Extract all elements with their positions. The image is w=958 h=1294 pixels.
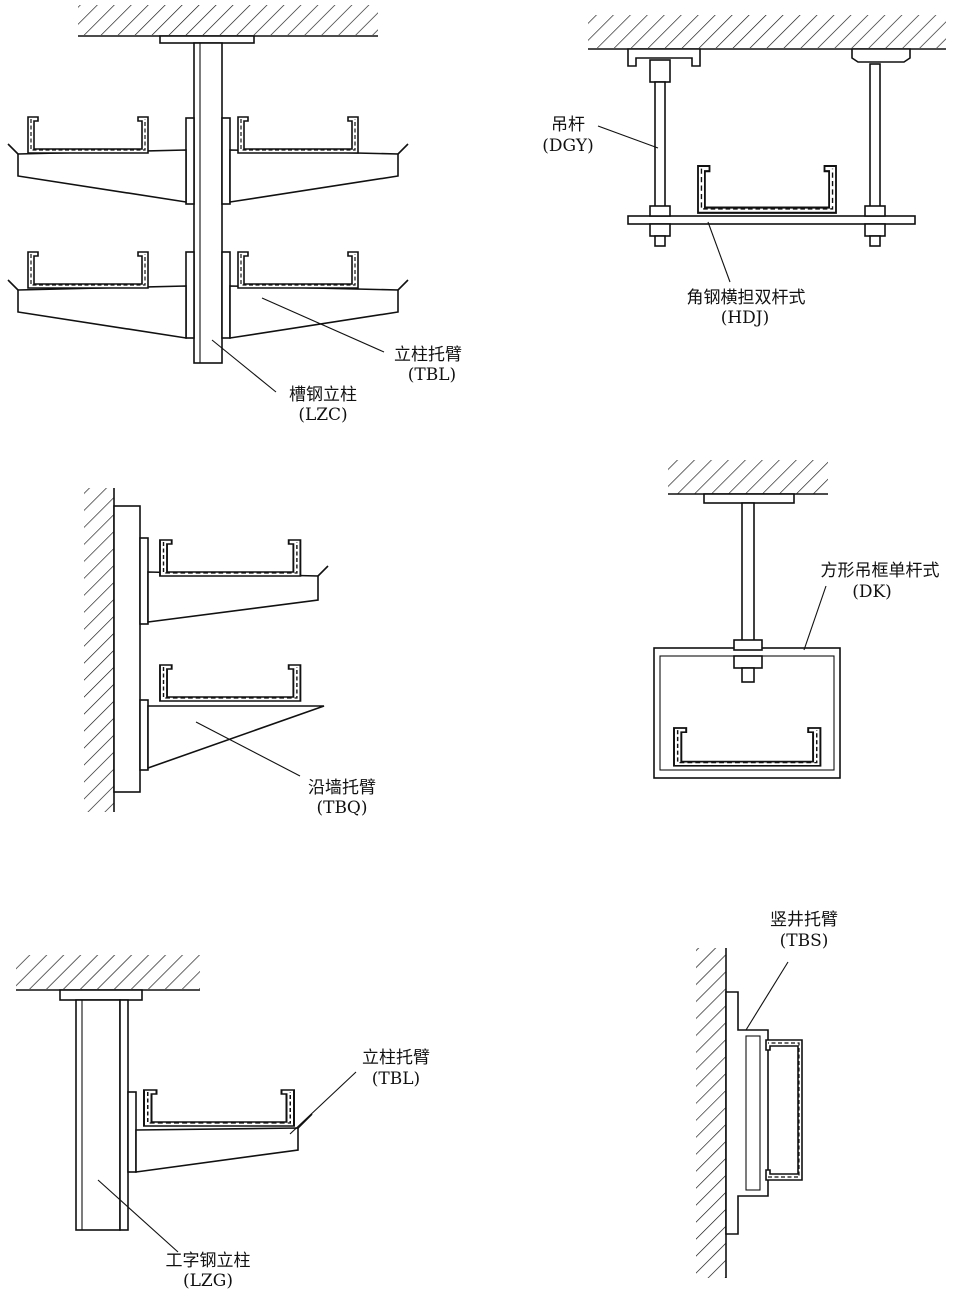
- label-dk-code: (DK): [852, 582, 892, 602]
- diagram-tbs-shaft: 竖井托臂 (TBS): [696, 910, 838, 1278]
- bracket-lower-left: [7, 251, 195, 339]
- shaft-bracket: [725, 991, 769, 1235]
- label-tbl-top-cn: 立柱托臂: [394, 345, 462, 365]
- wall-plate: [113, 505, 141, 793]
- leader-line: [707, 221, 731, 283]
- label-tbl-bottom-code: (TBL): [372, 1069, 420, 1089]
- label-dgy-cn: 吊杆: [551, 115, 585, 135]
- wall-hatch: [84, 488, 114, 812]
- leader-line: [803, 585, 827, 651]
- ceiling-hatch: [588, 15, 946, 48]
- ceiling-hatch: [668, 460, 828, 494]
- leader-line: [597, 125, 659, 149]
- label-tbl-bottom-cn: 立柱托臂: [362, 1048, 430, 1068]
- diagram-hdj-hanger: 吊杆 (DGY) 角钢横担双杆式 (HDJ): [542, 15, 946, 328]
- hex-nut: [649, 205, 671, 217]
- label-tbq-code: (TBQ): [316, 798, 367, 818]
- label-lzg-cn: 工字钢立柱: [166, 1251, 251, 1271]
- base-plate: [159, 35, 255, 44]
- label-lzc-code: (LZC): [298, 405, 347, 425]
- ceiling-hatch: [78, 5, 378, 35]
- leader-line: [211, 339, 277, 393]
- bracket-upper-left: [7, 117, 195, 205]
- base-plate: [59, 989, 143, 1001]
- diagram-lzg-column: 立柱托臂 (TBL) 工字钢立柱 (LZG): [16, 955, 430, 1291]
- cable-tray: [27, 116, 149, 154]
- cable-tray: [159, 664, 302, 702]
- label-hdj-code: (HDJ): [721, 308, 770, 328]
- wall-bracket-lower: [147, 705, 325, 770]
- ceiling-hatch: [16, 955, 200, 989]
- label-tbs-cn: 竖井托臂: [770, 910, 838, 930]
- bracket-lower-right: [221, 251, 409, 339]
- wall-bracket-upper: [147, 571, 319, 623]
- label-hdj-cn: 角钢横担双杆式: [687, 288, 806, 308]
- diagram-dk-frame: 方形吊框单杆式 (DK): [653, 460, 940, 779]
- cable-tray: [27, 251, 149, 289]
- label-lzg-code: (LZG): [183, 1271, 233, 1291]
- hanger-rod: [741, 502, 755, 644]
- wall-hatch: [696, 948, 726, 1278]
- base-plate: [703, 493, 795, 504]
- bracket-upper-right: [221, 117, 409, 205]
- label-dgy-code: (DGY): [542, 136, 593, 156]
- label-lzc-cn: 槽钢立柱: [289, 385, 357, 405]
- cable-tray: [765, 1039, 803, 1181]
- diagram-tbq-wall: 沿墙托臂 (TBQ): [84, 488, 376, 818]
- ceiling-clip: [627, 48, 701, 67]
- cable-tray: [159, 539, 302, 577]
- leader-line: [745, 961, 789, 1031]
- column-bracket: [135, 1127, 299, 1173]
- i-beam-column: [75, 999, 121, 1231]
- leader-line: [195, 721, 301, 777]
- leader-line: [97, 1179, 179, 1253]
- cable-tray: [237, 251, 359, 289]
- diagram-lzc-column: 立柱托臂 (TBL) 槽钢立柱 (LZC): [7, 5, 462, 425]
- cable-tray: [143, 1089, 295, 1127]
- channel-column: [193, 42, 223, 364]
- cable-tray: [237, 116, 359, 154]
- hanger-rod: [654, 81, 666, 209]
- angle-crossarm: [627, 215, 916, 225]
- hex-nut: [864, 205, 886, 217]
- hanger-rod: [869, 63, 881, 209]
- label-tbl-top-code: (TBL): [408, 365, 456, 385]
- cable-tray: [696, 164, 838, 214]
- label-tbs-code: (TBS): [780, 931, 829, 951]
- label-tbq-cn: 沿墙托臂: [308, 778, 376, 798]
- hex-nut: [733, 639, 763, 651]
- leader-line: [289, 1071, 357, 1135]
- label-dk-cn: 方形吊框单杆式: [821, 561, 940, 581]
- leader-line: [261, 297, 385, 353]
- ceiling-clip: [851, 48, 911, 63]
